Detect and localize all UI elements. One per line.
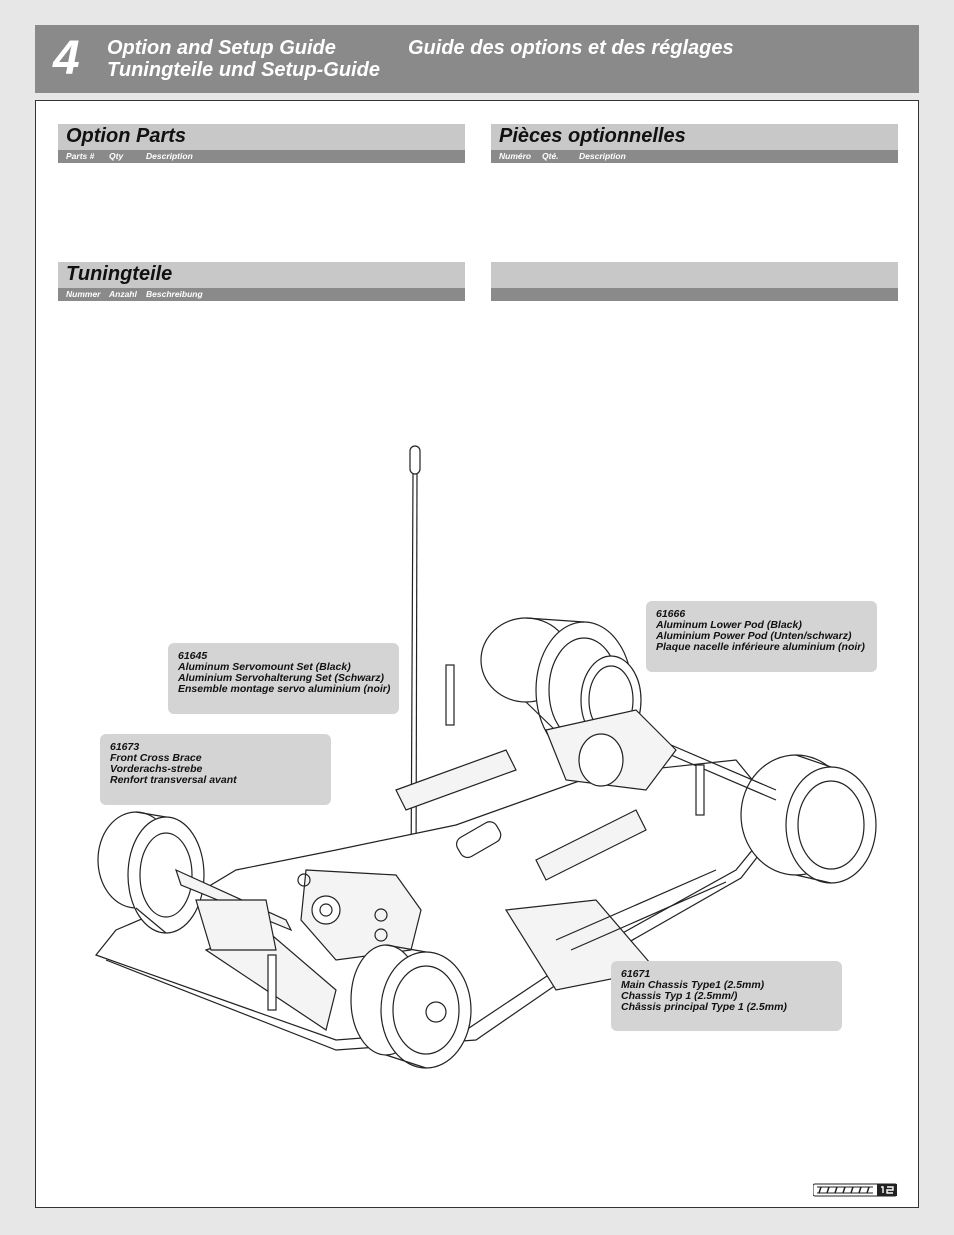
empty-section — [491, 262, 898, 301]
callout-line: Chassis Typ 1 (2.5mm/) — [621, 990, 738, 1002]
callout-part-number: 61673 — [110, 741, 140, 753]
column-parts-number: Parts # — [66, 151, 95, 161]
column-numero: Numéro — [499, 151, 532, 161]
callout-part-number: 61671 — [621, 968, 651, 980]
title-french: Guide des options et des réglages — [408, 37, 734, 59]
chapter-header: 4 Option and Setup Guide Guide des optio… — [35, 25, 919, 93]
column-anzahl: Anzahl — [109, 289, 137, 299]
callout-61673: 61673 Front Cross Brace Vorderachs-streb… — [100, 734, 331, 805]
callout-line: Plaque nacelle inférieure aluminium (noi… — [656, 641, 865, 653]
column-beschreibung: Beschreibung — [146, 289, 203, 299]
pieces-optionnelles-section: Pièces optionnelles Numéro Qté. Descript… — [491, 124, 898, 163]
callout-61645: 61645 Aluminum Servomount Set (Black) Al… — [168, 643, 399, 714]
section-title-bar — [491, 262, 898, 288]
title-german: Tuningteile und Setup-Guide — [107, 59, 380, 81]
column-header-bar: Parts # Qty Description — [58, 150, 465, 163]
callout-line: Ensemble montage servo aluminium (noir) — [178, 683, 391, 695]
callout-61666: 61666 Aluminum Lower Pod (Black) Alumini… — [646, 601, 877, 672]
callout-line: Aluminum Lower Pod (Black) — [656, 619, 802, 631]
callout-line: Front Cross Brace — [110, 752, 202, 764]
car-chassis-illustration — [95, 445, 877, 1069]
section-title-bar: Tuningteile — [58, 262, 465, 288]
column-header-bar: Numéro Qté. Description — [491, 150, 898, 163]
section-title-bar: Pièces optionnelles — [491, 124, 898, 150]
column-description: Description — [146, 151, 193, 161]
section-title: Pièces optionnelles — [499, 125, 686, 147]
column-qte: Qté. — [542, 151, 559, 161]
callout-line: Vorderachs-strebe — [110, 763, 203, 775]
section-title: Tuningteile — [66, 263, 173, 285]
column-nummer: Nummer — [66, 289, 101, 299]
callout-61671: 61671 Main Chassis Type1 (2.5mm) Chassis… — [611, 961, 842, 1031]
chapter-number: 4 — [53, 32, 80, 85]
title-english: Option and Setup Guide — [107, 37, 336, 59]
callout-line: Aluminum Servomount Set (Black) — [178, 661, 351, 673]
tuningteile-section: Tuningteile Nummer Anzahl Beschreibung — [58, 262, 465, 301]
callout-part-number: 61645 — [178, 650, 208, 662]
callout-line: Châssis principal Type 1 (2.5mm) — [621, 1001, 787, 1013]
section-title-bar: Option Parts — [58, 124, 465, 150]
section-title: Option Parts — [66, 125, 187, 147]
callout-line: Renfort transversal avant — [110, 774, 237, 786]
column-qty: Qty — [109, 151, 124, 161]
cyclone-12-logo — [813, 1183, 897, 1197]
callout-line: Aluminium Servohalterung Set (Schwarz) — [178, 672, 384, 684]
option-parts-section: Option Parts Parts # Qty Description — [58, 124, 465, 163]
column-header-bar — [491, 288, 898, 301]
column-description: Description — [579, 151, 626, 161]
column-header-bar: Nummer Anzahl Beschreibung — [58, 288, 465, 301]
callout-line: Aluminium Power Pod (Unten/schwarz) — [656, 630, 852, 642]
callout-line: Main Chassis Type1 (2.5mm) — [621, 979, 765, 991]
callout-part-number: 61666 — [656, 608, 686, 620]
